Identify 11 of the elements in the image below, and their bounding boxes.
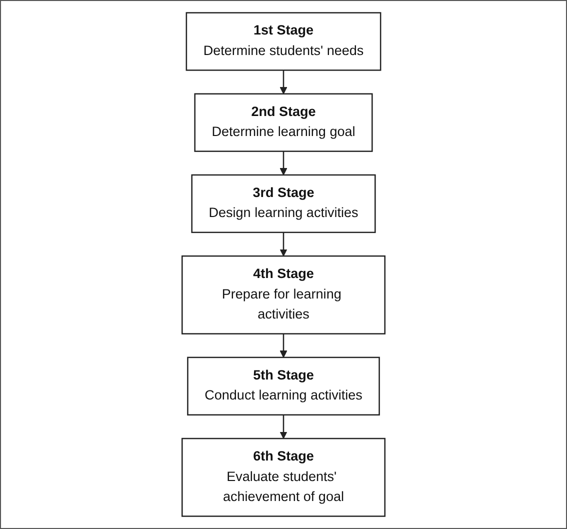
arrow [280,70,288,94]
arrow [280,334,288,358]
node-box: 1st Stage Determine students' needs [186,12,382,71]
arrow [280,232,288,256]
node-box: 3rd Stage Design learning activities [191,174,376,234]
arrow [280,151,288,176]
node-box: 6th Stage Evaluate students' achievement of goal [182,438,386,517]
node-box: 2nd Stage Determine learning goal [194,93,373,152]
arrow [280,414,288,439]
node-box: 4th Stage Prepare for learning activities [182,255,386,334]
node-box: 5th Stage Conduct learning activities [187,356,380,416]
